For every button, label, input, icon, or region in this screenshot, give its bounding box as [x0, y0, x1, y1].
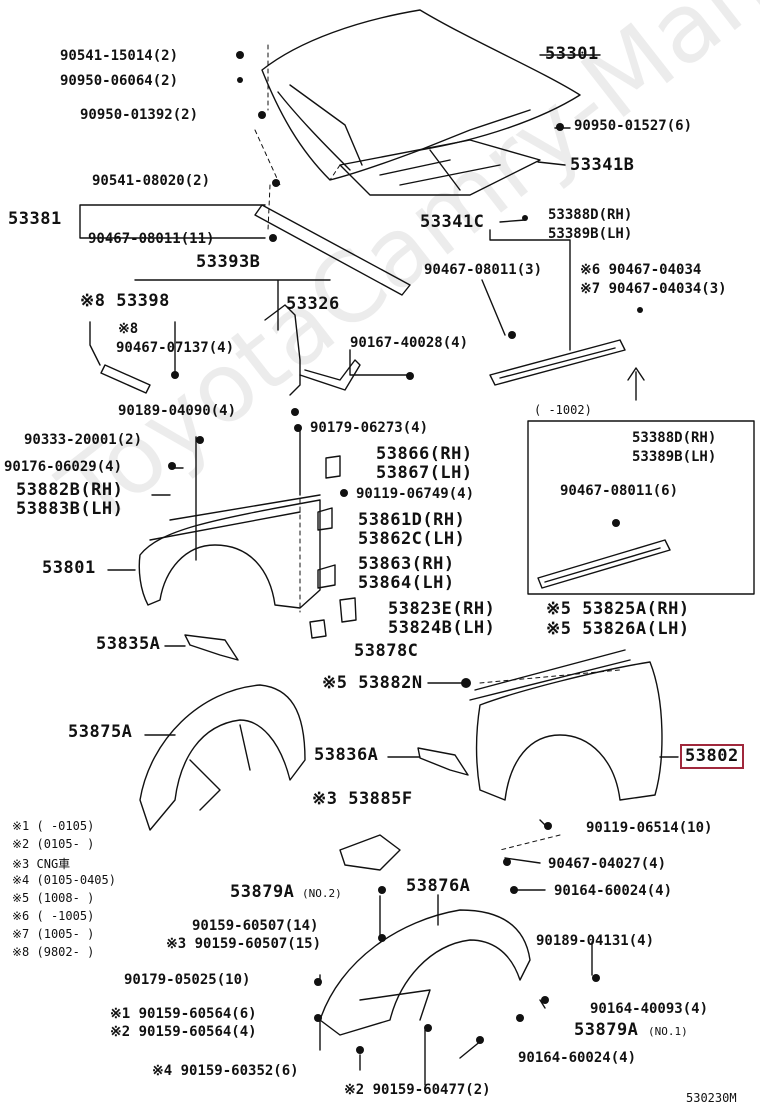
label-53824b: 53824B(LH): [388, 618, 496, 638]
label-90164-60024-b: 90164-60024(4): [518, 1050, 637, 1066]
label-90467-08011-3: 90467-08011(3): [424, 262, 543, 278]
liner-53875a: [139, 684, 306, 831]
label-53879a-no1: 53879A: [574, 1020, 639, 1040]
label-53862c: 53862C(LH): [358, 529, 466, 549]
label-53878c: 53878C: [354, 641, 419, 661]
label-53885f: ※3 53885F: [312, 789, 413, 809]
label-53393b: 53393B: [196, 252, 261, 272]
fender-53802: [469, 649, 663, 801]
seal-53381: [254, 204, 411, 296]
label-53863: 53863(RH): [358, 554, 455, 574]
label-90159-60564-6: ※1 90159-60564(6): [110, 1006, 257, 1022]
label-53389b-top: 53389B(LH): [548, 226, 633, 242]
fender-53801: [138, 494, 321, 609]
label-53879a-no2-note: (NO.2): [302, 887, 342, 900]
label-90467-08011-6: 90467-08011(6): [560, 483, 679, 499]
cover-53885f: [339, 834, 401, 871]
label-53883b: 53883B(LH): [16, 499, 124, 519]
label-53825a: ※5 53825A(RH): [546, 599, 690, 619]
legend-item: ※2 (0105- ): [12, 837, 95, 851]
label-53876a: 53876A: [406, 876, 471, 896]
label-53388d-top: 53388D(RH): [548, 207, 633, 223]
label-90159-60564-4: ※2 90159-60564(4): [110, 1024, 257, 1040]
label-53879a-no2: 53879A: [230, 882, 295, 902]
inset-box: [527, 420, 755, 595]
bracket-53326: [264, 304, 361, 396]
label-53341c: 53341C: [420, 212, 485, 232]
legend-item: ※4 (0105-0405): [12, 873, 116, 887]
label-90950-06064: 90950-06064(2): [60, 73, 179, 89]
legend-item: ※8 (9802- ): [12, 945, 95, 959]
label-53864: 53864(LH): [358, 573, 455, 593]
label-53882b: 53882B(RH): [16, 480, 124, 500]
label-53836a: 53836A: [314, 745, 379, 765]
bracket-53836a: [417, 747, 469, 776]
legend-item: ※5 (1008- ): [12, 891, 95, 905]
label-53861d: 53861D(RH): [358, 510, 466, 530]
label-53389b-inset: 53389B(LH): [632, 449, 717, 465]
label-53341b: 53341B: [570, 155, 635, 175]
legend-item: ※7 (1005- ): [12, 927, 95, 941]
liner-53876a: [319, 909, 531, 1036]
label-90179-05025: 90179-05025(10): [124, 972, 251, 988]
bracket-53835a: [184, 634, 239, 661]
label-90179-06273: 90179-06273(4): [310, 420, 429, 436]
label-90176-06029: 90176-06029(4): [4, 459, 123, 475]
label-90159-60352: ※4 90159-60352(6): [152, 1063, 299, 1079]
label-53823e: 53823E(RH): [388, 599, 496, 619]
hood-insulator-53341b: [339, 139, 541, 196]
label-53867: 53867(LH): [376, 463, 473, 483]
label-range-1002: ( -1002): [534, 403, 592, 417]
label-90167-40028: 90167-40028(4): [350, 335, 469, 351]
label-90467-04034-6: ※6 90467-04034: [580, 262, 702, 278]
label-90164-40093: 90164-40093(4): [590, 1001, 709, 1017]
label-53398: ※8 53398: [80, 291, 170, 311]
legend-item: ※3 CNG車: [12, 857, 71, 871]
label-53388d-inset: 53388D(RH): [632, 430, 717, 446]
label-90159-60477: ※2 90159-60477(2): [344, 1082, 491, 1098]
figure-code: 530230M: [686, 1091, 737, 1105]
label-53835a: 53835A: [96, 634, 161, 654]
label-53801: 53801: [42, 558, 96, 578]
hood-53301: [261, 9, 581, 181]
legend-item: ※6 ( -1005): [12, 909, 95, 923]
label-90467-08011-11: 90467-08011(11): [88, 231, 215, 247]
label-53879a-no1-note: (NO.1): [648, 1025, 688, 1038]
label-53882n: ※5 53882N: [322, 673, 423, 693]
label-90119-06749: 90119-06749(4): [356, 486, 475, 502]
legend-item: ※1 ( -0105): [12, 819, 95, 833]
rod-53398: [100, 364, 151, 394]
protector-53388d-inset: [537, 539, 671, 589]
label-53381: 53381: [8, 209, 62, 229]
label-note-8: ※8: [118, 321, 139, 337]
label-90467-04027: 90467-04027(4): [548, 856, 667, 872]
label-53301: 53301: [545, 44, 599, 64]
label-90467-07137: 90467-07137(4): [116, 340, 235, 356]
label-90467-04034-7: ※7 90467-04034(3): [580, 281, 727, 297]
label-90119-06514: 90119-06514(10): [586, 820, 713, 836]
label-90333-20001: 90333-20001(2): [24, 432, 143, 448]
label-90164-60024-a: 90164-60024(4): [554, 883, 673, 899]
label-53866: 53866(RH): [376, 444, 473, 464]
label-90541-15014: 90541-15014(2): [60, 48, 179, 64]
protector-53388d-top: [489, 339, 626, 386]
label-53326: 53326: [286, 294, 340, 314]
label-53802-highlighted[interactable]: 53802: [680, 744, 744, 769]
label-90950-01392: 90950-01392(2): [80, 107, 199, 123]
label-90189-04090: 90189-04090(4): [118, 403, 237, 419]
label-90541-08020: 90541-08020(2): [92, 173, 211, 189]
label-53875a: 53875A: [68, 722, 133, 742]
label-90950-01527: 90950-01527(6): [574, 118, 693, 134]
label-90159-60507-15: ※3 90159-60507(15): [166, 936, 322, 952]
label-90189-04131: 90189-04131(4): [536, 933, 655, 949]
label-53826a: ※5 53826A(LH): [546, 619, 690, 639]
label-90159-60507-14: 90159-60507(14): [192, 918, 319, 934]
